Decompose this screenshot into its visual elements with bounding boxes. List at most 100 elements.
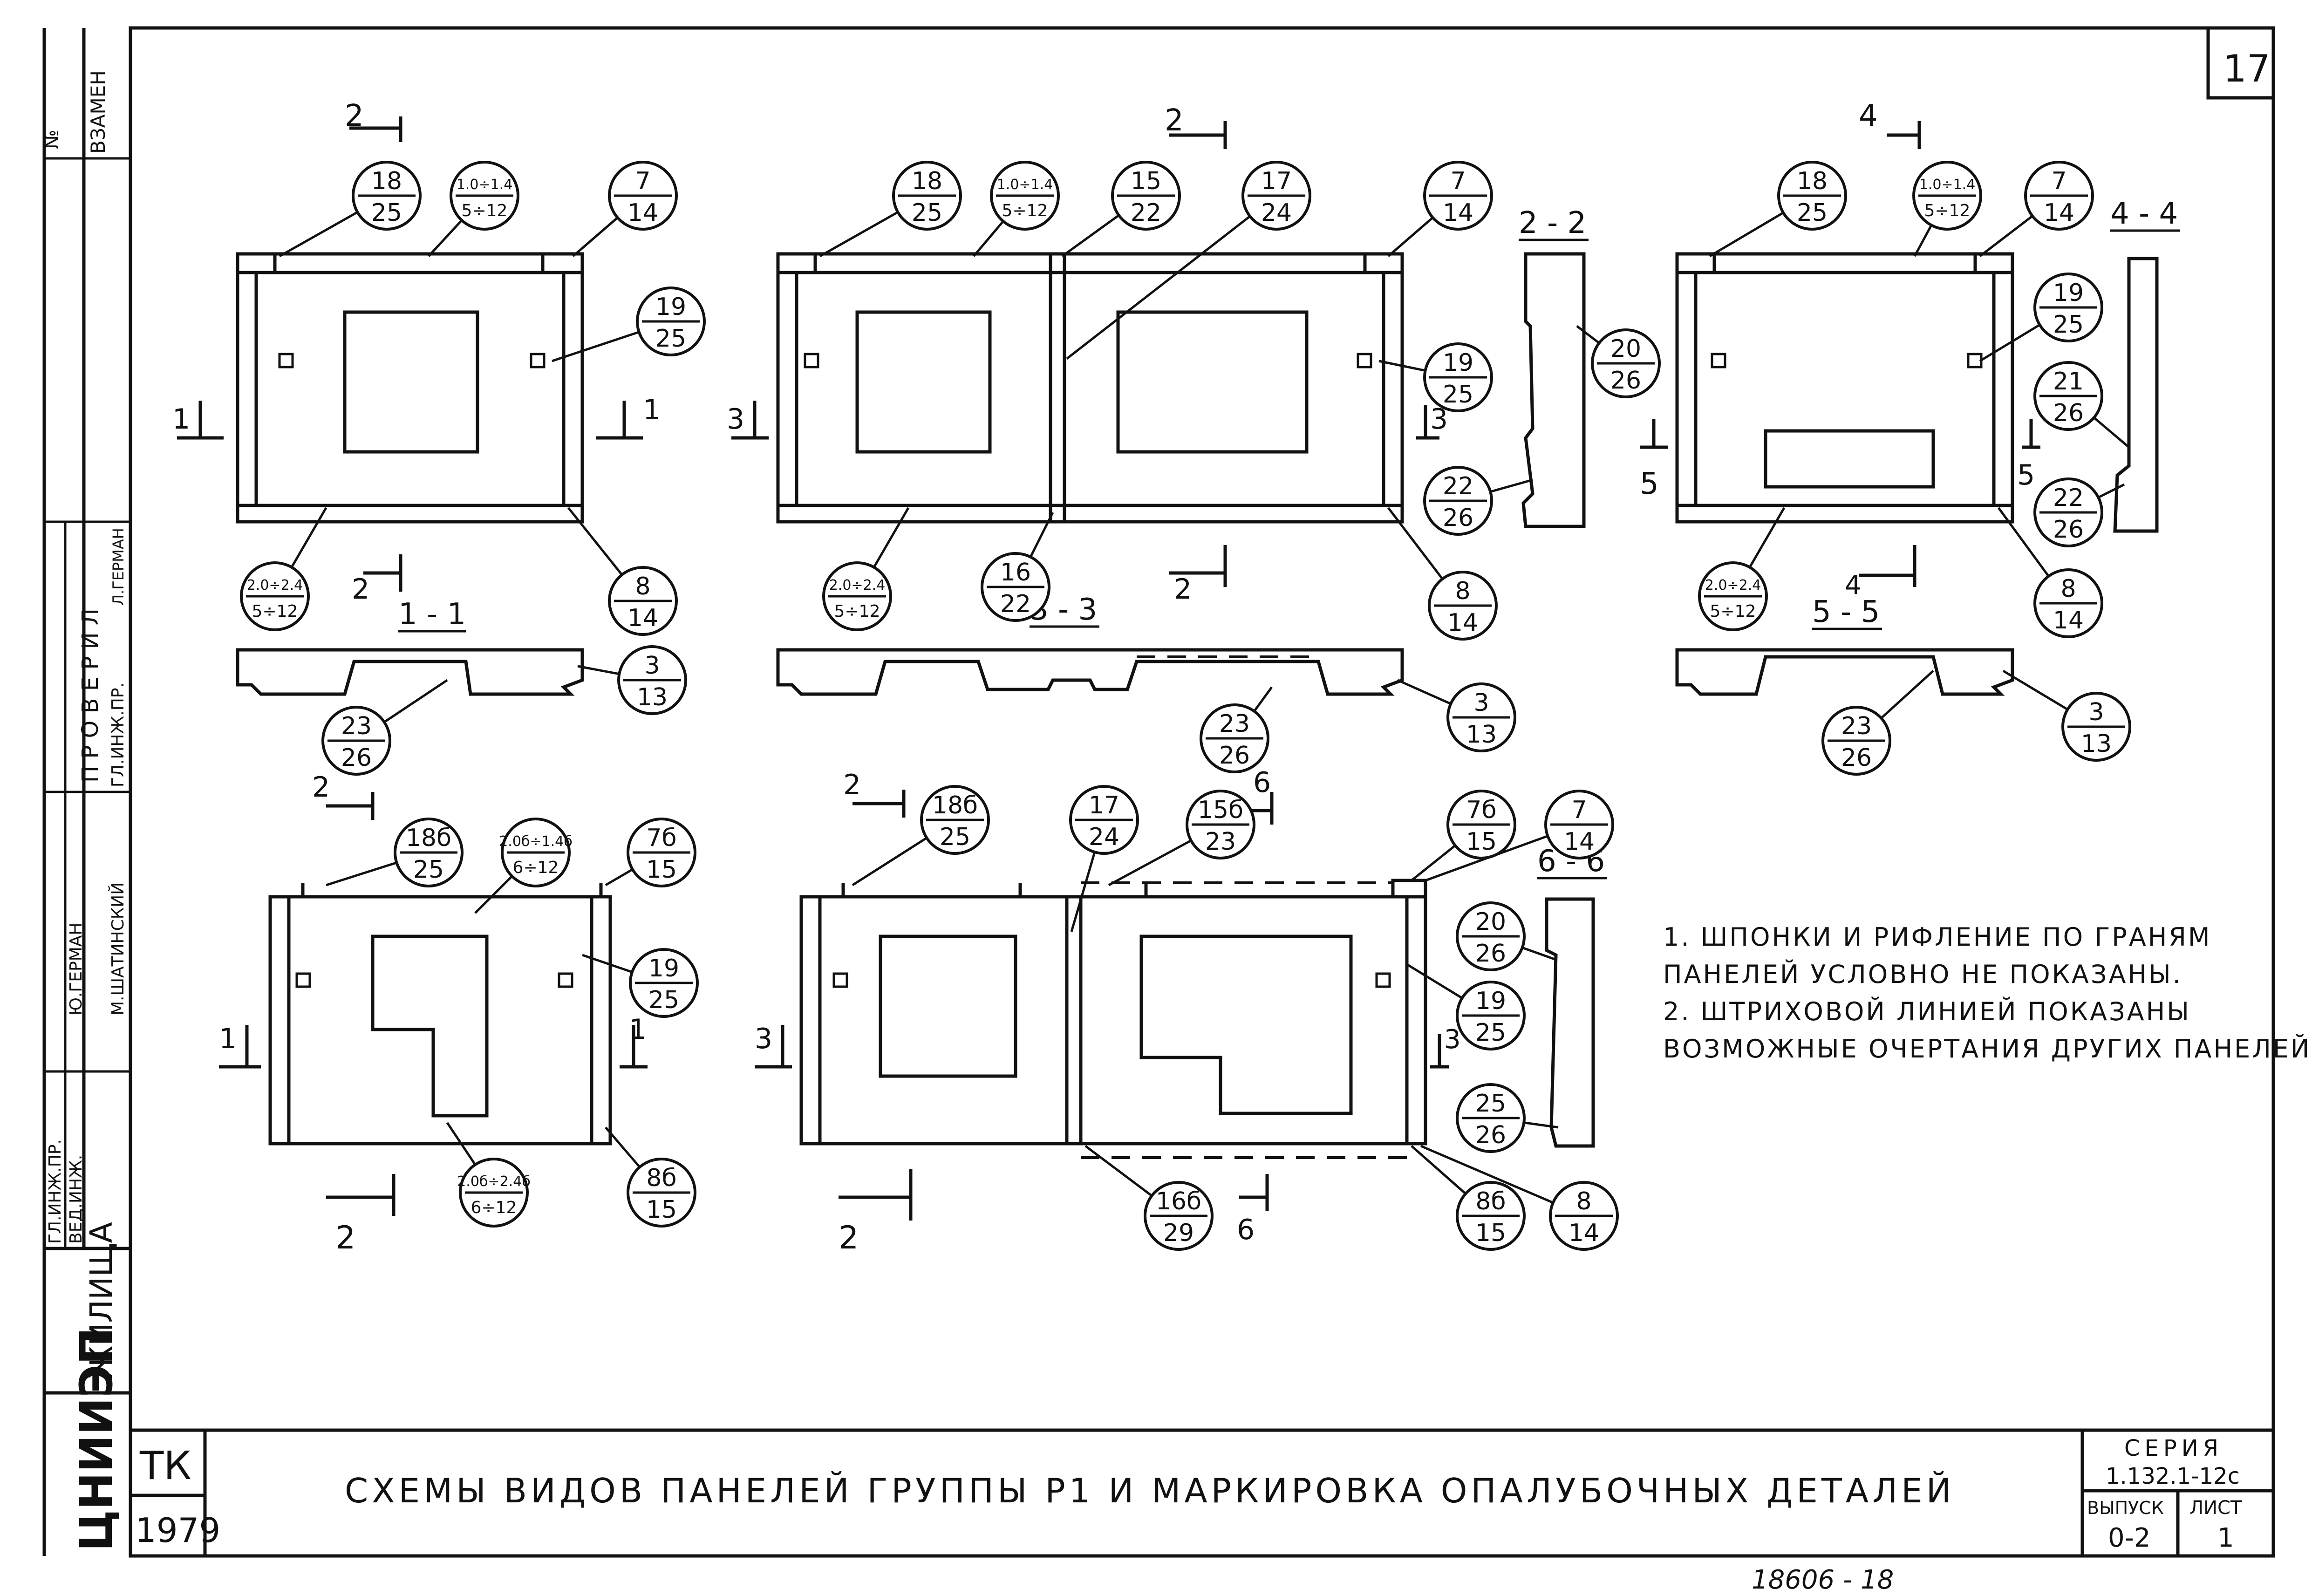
section-title-2-2: 2 - 2 [1519, 206, 1586, 240]
callout-bubble: 2.0÷2.4 5÷12 [240, 561, 310, 631]
notes: 1. ШПОНКИ И РИФЛЕНИЕ ПО ГРАНЯМ ПАНЕЛЕЙ У… [1663, 922, 2312, 1064]
callout-top: 7б [646, 824, 676, 852]
cut-mark-2-f: 2 [843, 769, 861, 801]
section-profiles [236, 648, 2014, 696]
callout-top: 18 [371, 167, 402, 195]
callout-bottom: 22 [1131, 199, 1161, 227]
callout-bottom: 5÷12 [462, 201, 508, 220]
callout-bottom: 26 [1475, 1121, 1506, 1149]
callout-bubble: 714 [608, 161, 678, 231]
cut-mark-1-c: 1 [219, 1023, 237, 1055]
cut-mark-2-a: 2 [345, 99, 364, 133]
callout-bottom: 25 [371, 199, 402, 227]
callout-bottom: 26 [1841, 744, 1872, 772]
drawing-frame [42, 26, 2275, 1558]
cut-mark-2-g: 2 [335, 1220, 355, 1256]
callout-bubble: 2.0б÷2.4б6÷12 [457, 1158, 531, 1228]
callout-bottom: 6÷12 [471, 1198, 517, 1217]
cut-mark-2-h: 2 [839, 1220, 859, 1256]
cut-mark-2-b: 2 [1165, 103, 1184, 138]
callout-top: 1.0÷1.4 [997, 177, 1053, 193]
callout-top: 7 [1450, 167, 1466, 195]
callout-top: 18б [932, 791, 978, 819]
callout-bottom: 24 [1089, 823, 1119, 851]
callout-bubble: 814 [608, 566, 678, 636]
callout-bubble: 2.0б÷1.4б6÷12 [499, 818, 573, 887]
callout-top: 2.0б÷1.4б [499, 833, 573, 850]
callout-bottom: 14 [627, 199, 658, 227]
tk-label: ТК [139, 1443, 191, 1488]
callout-bottom: 5÷12 [1710, 602, 1756, 621]
inv-fragment: 18606 - 18 [1752, 1565, 1894, 1595]
list-value: 1 [2217, 1523, 2234, 1553]
callout-bottom: 14 [1569, 1219, 1599, 1247]
note-line-4: ВОЗМОЖНЫЕ ОЧЕРТАНИЯ ДРУГИХ ПАНЕЛЕЙ. [1663, 1034, 2312, 1064]
callouts: 18251.0÷1.45÷1271419252.0÷2.45÷128143132… [240, 161, 2131, 1251]
callout-top: 23 [1219, 710, 1250, 738]
callout-bottom: 13 [1466, 721, 1497, 749]
note-line-3: 2. ШТРИХОВОЙ ЛИНИЕЙ ПОКАЗАНЫ [1663, 997, 2191, 1026]
callout-top: 2.0÷2.4 [1705, 577, 1761, 593]
list-label: ЛИСТ [2189, 1497, 2242, 1519]
callout-top: 16б [1156, 1187, 1201, 1215]
callout-top: 19 [1475, 987, 1506, 1015]
callout-top: 22 [1443, 472, 1473, 500]
cut-mark-5-a: 5 [1640, 467, 1659, 501]
callout-top: 16 [1000, 559, 1031, 587]
stamp-name-1: Ю.ГЕРМАН [67, 923, 86, 1016]
callout-bubble: 814 [1428, 571, 1498, 641]
cut-mark-1-a: 1 [172, 403, 190, 436]
callout-bubble: 313 [2061, 692, 2131, 762]
series-label: СЕРИЯ [2124, 1435, 2223, 1461]
callout-bottom: 24 [1261, 199, 1292, 227]
cut-mark-3-d: 3 [1444, 1024, 1461, 1055]
panel-view-2 [776, 252, 1404, 524]
callout-bottom: 22 [1000, 590, 1031, 618]
callout-bubble: 313 [1446, 682, 1516, 752]
stamp-role-1: ГЛ.ИНЖ.ПР. [46, 1139, 65, 1244]
callout-bubble: 1.0÷1.45÷12 [1912, 161, 1982, 231]
callout-top: 17 [1089, 791, 1119, 819]
callout-bubble: 714 [1423, 161, 1493, 231]
cut-mark-2-d: 2 [1174, 573, 1192, 606]
stamp-proveril: П Р О В Е Р И Л [77, 608, 103, 783]
year-label: 1979 [135, 1511, 220, 1550]
callout-top: 7б [1466, 796, 1496, 824]
callout-bottom: 25 [1475, 1019, 1506, 1047]
callout-bottom: 25 [1797, 199, 1828, 227]
stamp-vzamen: ВЗАМЕН [87, 70, 109, 154]
callout-top: 8 [1576, 1187, 1591, 1215]
note-line-1: 1. ШПОНКИ И РИФЛЕНИЕ ПО ГРАНЯМ [1663, 922, 2211, 952]
callout-top: 2.0÷2.4 [247, 577, 303, 593]
callout-bottom: 15 [1475, 1219, 1506, 1247]
callout-top: 3 [2088, 698, 2104, 726]
callout-bubble: 313 [617, 645, 687, 715]
callout-bottom: 14 [1443, 199, 1473, 227]
callout-bottom: 26 [341, 744, 372, 772]
callout-top: 15 [1131, 167, 1161, 195]
vertical-profiles [1521, 252, 2159, 1148]
callout-bottom: 25 [648, 986, 679, 1014]
callout-top: 1.0÷1.4 [1919, 177, 1976, 193]
callout-top: 19 [655, 293, 686, 321]
stamp-name-2: М.ШАТИНСКИЙ [108, 882, 128, 1016]
callout-bubble: 814 [1549, 1181, 1619, 1251]
callout-bottom: 5÷12 [252, 602, 298, 621]
